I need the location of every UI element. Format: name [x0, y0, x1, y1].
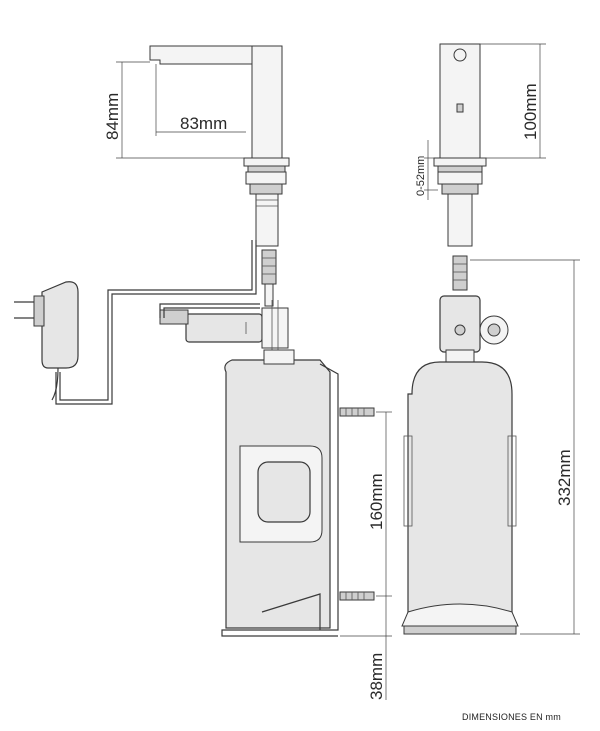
front-base — [433, 157, 487, 167]
dim-label-bottom-offset: 38mm — [367, 653, 386, 700]
sensor-eye-icon — [453, 48, 467, 62]
front-shank — [447, 193, 473, 247]
pump-unit — [185, 313, 263, 343]
dim-label-spout-height: 84mm — [103, 93, 122, 140]
units-note: DIMENSIONES EN mm — [462, 712, 561, 722]
pump-coupling — [261, 307, 289, 349]
front-clip-left — [403, 435, 413, 527]
faucet-base — [243, 157, 290, 167]
led-indicator-icon — [456, 103, 464, 113]
dim-label-total-height: 332mm — [555, 449, 574, 506]
soap-tank-front — [407, 361, 513, 621]
threaded-shank — [255, 193, 279, 247]
tank-neck — [263, 349, 295, 365]
faucet-column — [251, 45, 283, 159]
bracket-screw-top — [339, 407, 375, 417]
pump-front — [439, 295, 481, 353]
faucet-head-front — [439, 43, 481, 159]
front-base-tray — [401, 603, 519, 627]
mount-nut — [245, 171, 287, 185]
sensor-cable — [59, 240, 253, 401]
hose-connector — [261, 249, 277, 285]
mount-washer — [249, 183, 283, 195]
dimension-lines — [116, 43, 580, 700]
wall-bracket — [221, 363, 339, 637]
front-tank-neck — [445, 349, 475, 363]
power-adapter — [41, 281, 79, 369]
dim-label-tank-spacing: 160mm — [367, 473, 386, 530]
dim-label-head-height: 100mm — [521, 83, 540, 140]
faucet-front-view — [401, 43, 519, 635]
spout — [149, 45, 253, 65]
dim-label-spout-reach: 83mm — [180, 114, 227, 133]
base-ring — [247, 165, 286, 173]
tank-handle — [257, 461, 311, 523]
adapter-plug-base — [33, 295, 45, 327]
faucet-side-view — [14, 45, 375, 637]
dim-label-adjust-range: 0-52mm — [415, 156, 427, 196]
bracket-screw-bottom — [339, 591, 375, 601]
front-connector — [452, 255, 468, 291]
front-clip-right — [507, 435, 517, 527]
